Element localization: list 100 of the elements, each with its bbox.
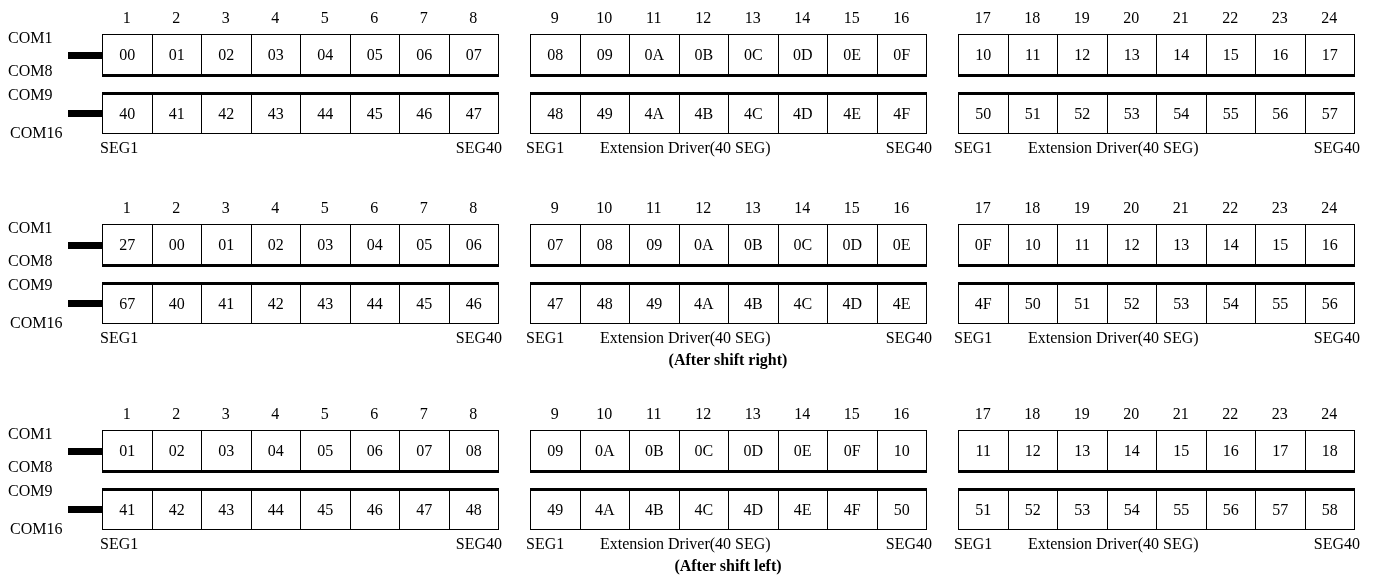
table-cell: 0C: [678, 430, 729, 473]
table-cell: 56: [1205, 488, 1256, 530]
table-cell: 0D: [777, 34, 828, 77]
column-number: 24: [1320, 199, 1339, 217]
table-cell: 4E: [876, 282, 927, 324]
table-cell: 49: [579, 92, 630, 134]
column-number: 8: [468, 405, 479, 423]
table-cell: 0B: [629, 430, 680, 473]
table-cell: 10: [876, 430, 927, 473]
segment-label: SEG40: [884, 329, 932, 347]
table-cell: 00: [102, 34, 153, 77]
column-number: 16: [892, 199, 911, 217]
column-number: 7: [418, 9, 429, 27]
segment-label: SEG40: [454, 535, 502, 553]
driver-label: Extension Driver(40 SEG): [600, 329, 771, 347]
segment-label: SEG40: [454, 139, 502, 157]
table-cell: 0B: [678, 34, 729, 77]
com-label: COM16: [10, 314, 63, 332]
table-cell: 55: [1156, 488, 1207, 530]
column-number: 8: [468, 9, 479, 27]
table-cell: 48: [448, 488, 499, 530]
table-cell: 52: [1057, 92, 1108, 134]
segment-label: SEG1: [954, 139, 993, 157]
table-cell: 57: [1304, 92, 1355, 134]
column-number: 11: [645, 199, 663, 217]
table-cell: 10: [1007, 224, 1058, 267]
column-number: 14: [793, 9, 812, 27]
table-cell: 55: [1205, 92, 1256, 134]
table-cell: 02: [250, 224, 301, 267]
column-number: 19: [1072, 9, 1091, 27]
table-cell: 06: [349, 430, 400, 473]
table-cell: 0C: [777, 224, 828, 267]
column-number: 4: [270, 9, 281, 27]
table-cell: 14: [1205, 224, 1256, 267]
table-cell: 0A: [629, 34, 680, 77]
table-cell: 00: [151, 224, 202, 267]
driver-label: Extension Driver(40 SEG): [600, 139, 771, 157]
column-number: 3: [220, 9, 231, 27]
table-cell: 03: [250, 34, 301, 77]
table-cell: 04: [250, 430, 301, 473]
column-number: 14: [793, 405, 812, 423]
table-cell: 47: [448, 92, 499, 134]
table-cell: 04: [349, 224, 400, 267]
table-cell: 4E: [827, 92, 878, 134]
segment-label: SEG40: [884, 139, 932, 157]
com-label: COM8: [8, 252, 53, 270]
table-cell: 55: [1255, 282, 1306, 324]
column-number: 5: [319, 9, 330, 27]
column-number: 1: [121, 9, 132, 27]
table-cell: 43: [250, 92, 301, 134]
table-cell: 49: [530, 488, 581, 530]
column-number: 1: [121, 199, 132, 217]
com-label: COM9: [8, 482, 53, 500]
table-cell: 45: [349, 92, 400, 134]
table-cell: 44: [300, 92, 351, 134]
table-cell: 16: [1255, 34, 1306, 77]
column-number: 6: [369, 199, 380, 217]
column-number: 22: [1221, 9, 1240, 27]
table-cell: 4F: [876, 92, 927, 134]
column-number: 2: [171, 199, 182, 217]
table-cell: 0B: [728, 224, 779, 267]
table-cell: 01: [102, 430, 153, 473]
column-number: 2: [171, 9, 182, 27]
table-cell: 53: [1106, 92, 1157, 134]
table-cell: 58: [1304, 488, 1355, 530]
table-cell: 0E: [827, 34, 878, 77]
column-number: 13: [743, 405, 762, 423]
column-number: 5: [319, 199, 330, 217]
column-number: 11: [645, 405, 663, 423]
segment-label: SEG1: [954, 535, 993, 553]
table-cell: 48: [579, 282, 630, 324]
table-cell: 08: [448, 430, 499, 473]
table-cell: 40: [102, 92, 153, 134]
table-cell: 4F: [958, 282, 1009, 324]
table-cell: 52: [1007, 488, 1058, 530]
table-cell: 40: [151, 282, 202, 324]
segment-label: SEG40: [1312, 329, 1360, 347]
segment-label: SEG40: [1312, 535, 1360, 553]
table-cell: 53: [1057, 488, 1108, 530]
table-cell: 43: [201, 488, 252, 530]
column-number: 2: [171, 405, 182, 423]
column-number: 18: [1023, 9, 1042, 27]
com-label: COM9: [8, 86, 53, 104]
table-cell: 12: [1007, 430, 1058, 473]
table-cell: 0F: [827, 430, 878, 473]
table-cell: 41: [201, 282, 252, 324]
column-number: 23: [1270, 9, 1289, 27]
table-cell: 0A: [579, 430, 630, 473]
com-label: COM16: [10, 124, 63, 142]
column-number: 7: [418, 405, 429, 423]
table-cell: 15: [1255, 224, 1306, 267]
table-cell: 07: [448, 34, 499, 77]
table-cell: 11: [1007, 34, 1058, 77]
table-cell: 18: [1304, 430, 1355, 473]
table-cell: 4B: [629, 488, 680, 530]
table-cell: 13: [1057, 430, 1108, 473]
table-cell: 67: [102, 282, 153, 324]
com-label: COM16: [10, 520, 63, 538]
table-cell: 05: [300, 430, 351, 473]
column-number: 14: [793, 199, 812, 217]
